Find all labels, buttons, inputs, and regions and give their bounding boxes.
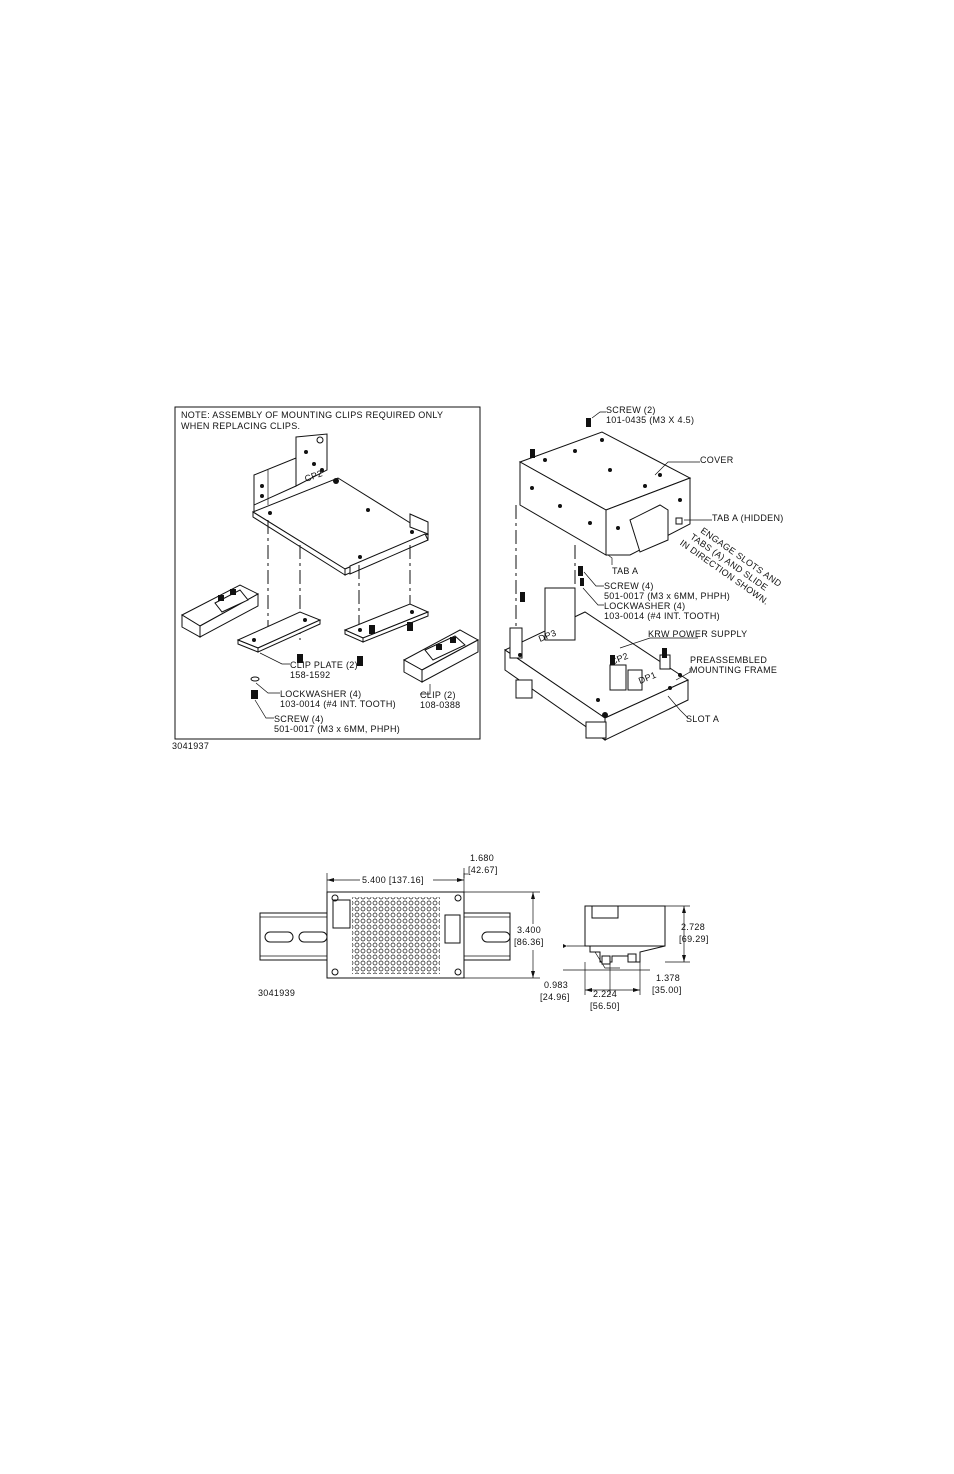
dim-height-mm: [86.36] xyxy=(514,937,544,947)
dim-top-offset: 1.680 xyxy=(470,853,494,863)
left-clip-drawing xyxy=(180,584,260,638)
left-panel: CP2 xyxy=(172,406,481,751)
screw2-label: SCREW (2) xyxy=(606,405,656,415)
mounting-frame-drawing: CP2 xyxy=(251,433,430,576)
left-screw-part: 501-0017 (M3 x 6MM, PHPH) xyxy=(274,724,400,734)
right-panel: DP3 CP2 DP1 SCREW (2) 101-0435 (M3 X 4.5… xyxy=(503,405,784,741)
clip-plate-part: 158-1592 xyxy=(290,670,330,680)
dim-side-height-mm: [69.29] xyxy=(679,934,709,944)
cover-drawing xyxy=(518,431,692,556)
power-supply-label: KRW POWER SUPPLY xyxy=(648,629,747,639)
right-screw-part: 501-0017 (M3 x 6MM, PHPH) xyxy=(604,591,730,601)
right-screw-label: SCREW (4) xyxy=(604,581,654,591)
clip-plate-label: CLIP PLATE (2) xyxy=(290,660,358,670)
figure-id-bottom: 3041939 xyxy=(258,988,295,998)
dim-bottom-mm: [56.50] xyxy=(590,1001,620,1011)
lockwasher-icon xyxy=(250,676,260,682)
screw2-part: 101-0435 (M3 X 4.5) xyxy=(606,415,694,425)
clip-part: 108-0388 xyxy=(420,700,460,710)
screw-icon xyxy=(251,690,258,699)
tab-a-hidden-label: TAB A (HIDDEN) xyxy=(712,513,784,523)
dim-rail-mm: [35.00] xyxy=(652,985,682,995)
dim-left-mm: [24.96] xyxy=(540,992,570,1002)
left-note-line2: WHEN REPLACING CLIPS. xyxy=(181,421,300,431)
dim-left: 0.983 xyxy=(544,980,568,990)
right-lockwasher-part: 103-0014 (#4 INT. TOOTH) xyxy=(604,611,720,621)
dim-rail: 1.378 xyxy=(656,973,680,983)
slot-a-label: SLOT A xyxy=(686,714,719,724)
figure-id-top: 3041937 xyxy=(172,741,209,751)
left-screws-drawing xyxy=(250,622,413,699)
right-lockwasher-label: LOCKWASHER (4) xyxy=(604,601,685,611)
clip-label: CLIP (2) xyxy=(420,690,456,700)
left-panel-frame xyxy=(174,406,481,740)
tab-a-label: TAB A xyxy=(612,566,638,576)
left-lockwasher-part: 103-0014 (#4 INT. TOOTH) xyxy=(280,699,396,709)
dim-bottom: 2.224 xyxy=(593,989,617,999)
power-supply-drawing: DP3 CP2 DP1 xyxy=(503,566,690,741)
left-screw-label: SCREW (4) xyxy=(274,714,324,724)
dimension-drawing: 5.400 [137.16] 1.680 [42.67] 3.400 [86.3… xyxy=(258,853,709,1011)
clip-plates-drawing xyxy=(236,603,430,653)
frame-label-line1: PREASSEMBLED xyxy=(690,655,767,665)
left-note-line1: NOTE: ASSEMBLY OF MOUNTING CLIPS REQUIRE… xyxy=(181,410,443,420)
module-top-view xyxy=(326,891,465,979)
right-clip-drawing xyxy=(402,629,480,683)
dim-width: 5.400 [137.16] xyxy=(362,875,424,885)
frame-label-line2: MOUNTING FRAME xyxy=(690,665,777,675)
left-lockwasher-label: LOCKWASHER (4) xyxy=(280,689,361,699)
module-side-view xyxy=(584,905,666,969)
dim-height: 3.400 xyxy=(517,925,541,935)
dim-side-height: 2.728 xyxy=(681,922,705,932)
cover-label: COVER xyxy=(700,455,734,465)
dim-top-offset-mm: [42.67] xyxy=(468,865,498,875)
